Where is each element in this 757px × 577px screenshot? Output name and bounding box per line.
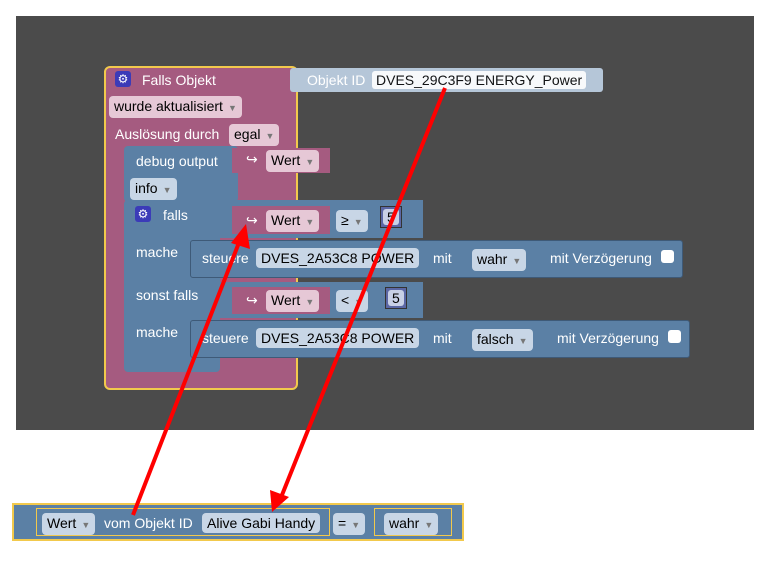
gear-icon[interactable]: ⚙ [135,206,151,222]
dropdown-arrow-icon: ▼ [265,131,275,141]
elseif-label: sonst falls [136,287,199,303]
cond2-number: 5 [388,290,404,306]
object-id-field[interactable]: DVES_29C3F9 ENERGY_Power [372,71,587,89]
dropdown-arrow-icon: ▼ [162,185,172,195]
do-label: mache [136,244,179,260]
gear-icon[interactable]: ⚙ [115,71,131,87]
dropdown-arrow-icon: ▼ [518,336,528,346]
action1-value-dropdown[interactable]: wahr ▼ [472,249,527,271]
action2-with-label: mit [433,330,452,346]
cond2-var-dropdown[interactable]: Wert ▼ [266,290,320,312]
cond1-op: ≥ [341,212,349,228]
cond2-op: < [341,292,350,308]
cond1-var: Wert [271,212,301,228]
bottom-op-dropdown[interactable]: =▼ [333,513,366,535]
cond2-var: Wert [271,292,301,308]
action1-value: wahr [477,251,508,267]
debug-level: info [135,180,158,196]
action2-value: falsch [477,331,514,347]
arrow-return-icon: ↪ [246,292,258,308]
dropdown-arrow-icon: ▼ [81,520,91,530]
arrowhead-icon [231,224,250,249]
arrow-to-cond-var [131,239,242,516]
bottom-object-field[interactable]: Alive Gabi Handy [202,513,321,533]
action2-label: steuere [202,330,249,346]
action1-delay-label: mit Verzögerung [550,250,652,266]
event-title: Falls Objekt [142,72,216,88]
debug-value: Wert [271,152,301,168]
cond2-number-block[interactable]: 5 [385,287,407,309]
trigger-by-value: egal [234,126,261,142]
dropdown-arrow-icon: ▼ [351,520,361,530]
arrow-to-bottom-object [278,87,447,501]
dropdown-arrow-icon: ▼ [512,256,522,266]
dropdown-arrow-icon: ▼ [424,520,434,530]
debug-level-dropdown[interactable]: info ▼ [130,178,177,200]
bottom-var: Wert [47,515,77,531]
debug-value-dropdown[interactable]: Wert ▼ [266,150,320,172]
trigger-value: wurde aktualisiert [114,98,223,114]
cond1-op-dropdown[interactable]: ≥▼ [336,210,368,232]
bottom-value-dropdown[interactable]: wahr ▼ [384,513,439,535]
if-label: falls [163,207,188,223]
object-id-label: Objekt ID [307,72,366,88]
action2-value-dropdown[interactable]: falsch ▼ [472,329,533,351]
cond1-var-dropdown[interactable]: Wert ▼ [266,210,320,232]
trigger-by-dropdown[interactable]: egal ▼ [229,124,280,146]
action2-delay-checkbox[interactable] [668,330,681,343]
dropdown-arrow-icon: ▼ [353,217,363,227]
bottom-var-dropdown[interactable]: Wert ▼ [42,513,96,535]
trigger-dropdown[interactable]: wurde aktualisiert ▼ [109,96,242,118]
bottom-value: wahr [389,515,420,531]
action2-target[interactable]: DVES_2A53C8 POWER [256,328,420,348]
action2-delay-label: mit Verzögerung [557,330,659,346]
dropdown-arrow-icon: ▼ [305,157,315,167]
arrow-return-icon: ↪ [246,151,258,167]
trigger-by-label: Auslösung durch [115,126,220,142]
dropdown-arrow-icon: ▼ [227,103,237,113]
arrow-return-icon: ↪ [246,212,258,228]
arrowhead-icon [270,490,289,512]
debug-label: debug output [136,153,218,169]
action1-delay-checkbox[interactable] [661,250,674,263]
bottom-from-label: vom Objekt ID [104,515,193,531]
dropdown-arrow-icon: ▼ [305,217,315,227]
do-label-2: mache [136,324,179,340]
action1-with-label: mit [433,250,452,266]
action1-label: steuere [202,250,249,266]
bottom-op: = [338,515,347,531]
dropdown-arrow-icon: ▼ [305,297,315,307]
